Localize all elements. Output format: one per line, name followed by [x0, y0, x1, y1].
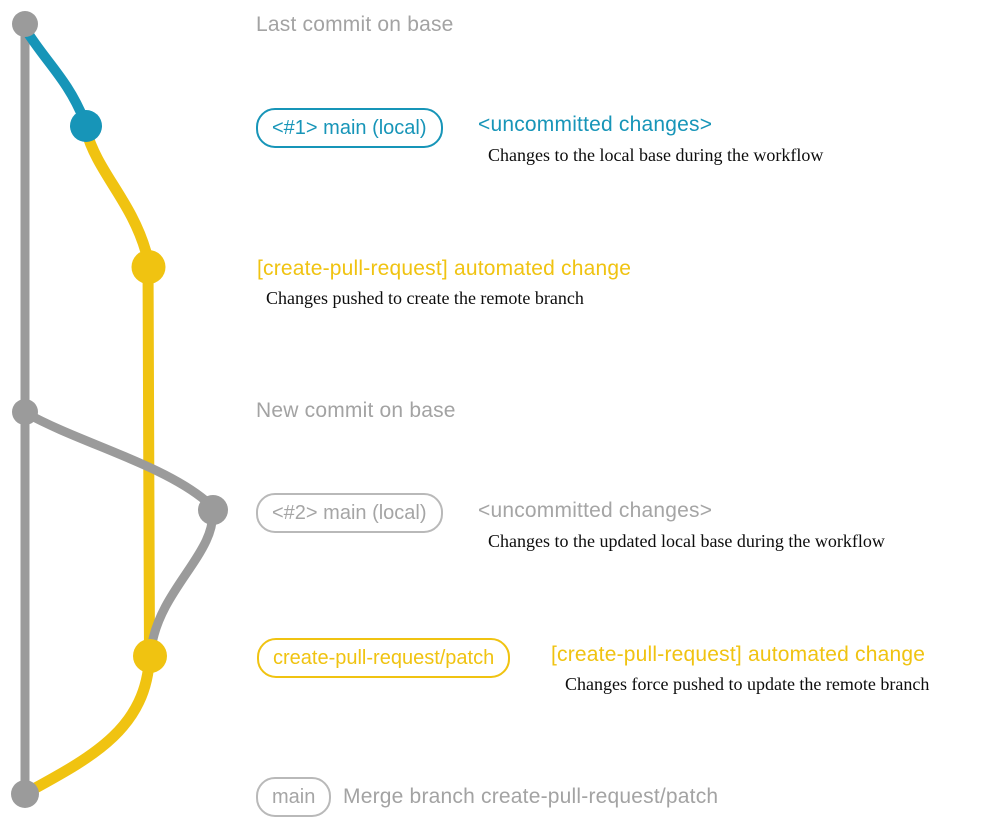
- branch-pill-main-local-2: <#2> main (local): [256, 493, 443, 533]
- edge-base-to-local2: [21, 408, 211, 506]
- caption-changes-pushed: Changes pushed to create the remote bran…: [266, 288, 584, 308]
- pr-branch-line: [142, 252, 155, 662]
- commit-node-pr-2: [133, 639, 167, 673]
- caption-local-base-changes-1: Changes to the local base during the wor…: [488, 145, 824, 165]
- caption-changes-force-pushed: Changes force pushed to update the remot…: [565, 674, 930, 694]
- label-merge-branch: Merge branch create-pull-request/patch: [343, 785, 719, 808]
- branch-pill-main-local-1: <#1> main (local): [256, 108, 443, 148]
- commit-node-pr-1: [131, 250, 166, 284]
- edge-local1-to-pr1: [80, 124, 152, 258]
- label-last-commit-on-base: Last commit on base: [256, 13, 454, 36]
- heading-automated-change-2: [create-pull-request] automated change: [551, 643, 926, 666]
- label-new-commit-on-base: New commit on base: [256, 399, 456, 422]
- edge-local2-to-pr2: [147, 503, 218, 649]
- commit-node-local-2: [198, 495, 228, 525]
- commit-node-local-1: [70, 110, 102, 142]
- heading-uncommitted-changes-2: <uncommitted changes>: [478, 499, 713, 522]
- branch-pill-main: main: [256, 777, 332, 817]
- heading-uncommitted-changes-1: <uncommitted changes>: [478, 113, 713, 136]
- edge-base-to-local1: [21, 25, 89, 125]
- commit-node-base-new: [12, 399, 38, 425]
- edge-pr2-to-merge: [24, 650, 155, 797]
- branch-pill-create-pull-request-patch: create-pull-request/patch: [257, 638, 511, 678]
- commit-node-base-top: [12, 11, 38, 37]
- commit-node-merge-bottom: [11, 780, 39, 808]
- heading-automated-change-1: [create-pull-request] automated change: [257, 257, 632, 280]
- caption-local-base-changes-2: Changes to the updated local base during…: [488, 531, 885, 551]
